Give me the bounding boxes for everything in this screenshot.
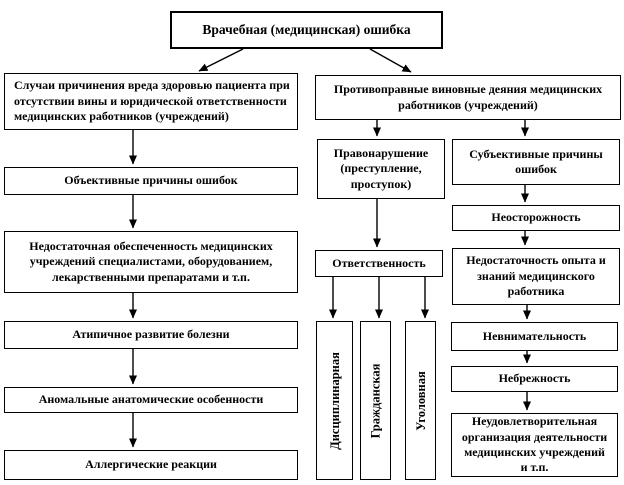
box-atypical-disease: Атипичное развитие болезни bbox=[4, 321, 298, 349]
box-negligence: Небрежность bbox=[451, 366, 618, 392]
box-unlawful-acts: Противоправные виновные деяния медицинск… bbox=[315, 75, 621, 120]
box-liability-disciplinary: Дисциплинарная bbox=[316, 321, 353, 480]
box-anomalous-anatomy: Аномальные анатомические особенности bbox=[4, 387, 298, 413]
arrow-title-to-left-root bbox=[198, 48, 244, 72]
liability-disciplinary-label: Дисциплинарная bbox=[327, 351, 342, 450]
box-insufficient-provision: Недостаточная обеспеченность медицинских… bbox=[4, 231, 298, 293]
box-title: Врачебная (медицинская) ошибка bbox=[170, 11, 443, 49]
box-allergic-reactions: Аллергические реакции bbox=[4, 450, 298, 480]
box-liability-criminal: Уголовная bbox=[405, 321, 436, 480]
liability-criminal-label: Уголовная bbox=[413, 370, 428, 431]
box-subjective-causes: Субъективные причины ошибок bbox=[452, 139, 620, 185]
arrow-title-to-right-root bbox=[369, 48, 412, 73]
box-liability-civil: Гражданская bbox=[360, 321, 391, 480]
liability-civil-label: Гражданская bbox=[368, 363, 383, 438]
box-lack-of-experience: Недостаточность опыта и знаний медицинск… bbox=[452, 248, 620, 305]
box-poor-organization: Неудовлетворительная организация деятель… bbox=[451, 413, 618, 477]
box-carelessness: Неосторожность bbox=[452, 205, 620, 231]
box-inattention: Невнимательность bbox=[451, 322, 618, 351]
box-offense: Правонарушение (преступление, проступок) bbox=[317, 139, 445, 199]
box-liability: Ответственность bbox=[315, 250, 443, 277]
box-harm-without-fault: Случаи причинения вреда здоровью пациент… bbox=[4, 73, 298, 130]
box-objective-causes: Объективные причины ошибок bbox=[4, 167, 298, 195]
